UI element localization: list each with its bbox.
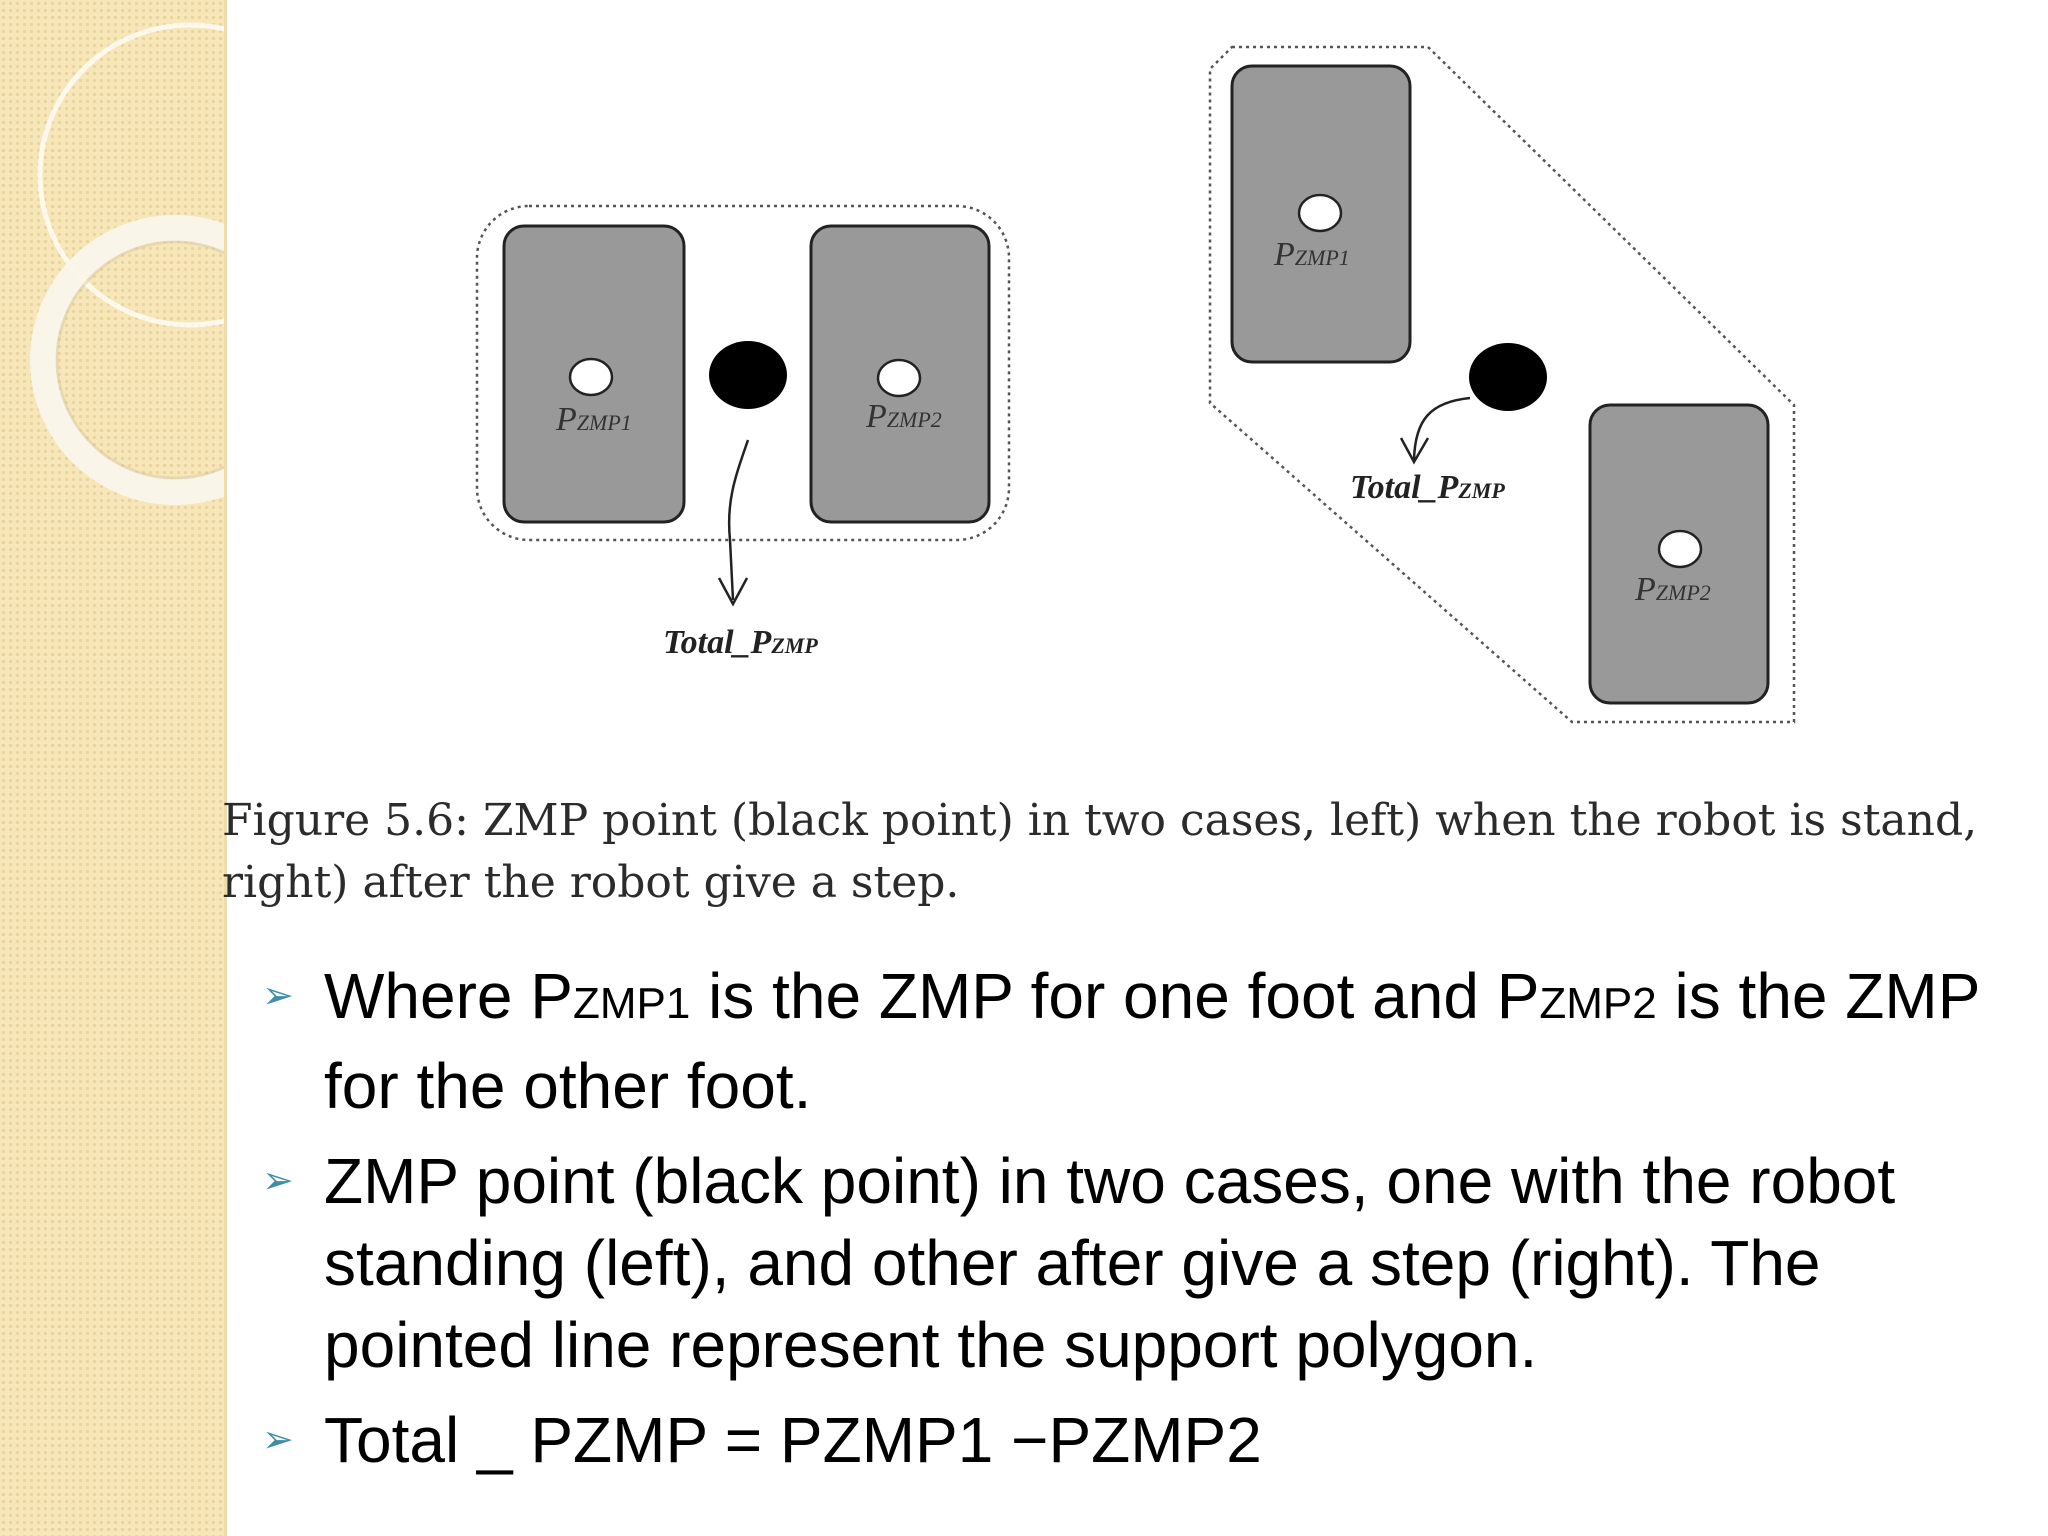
- zmp-figure: PZMP1 PZMP2 Total_PZMP PZMP1 PZMP2 Total…: [475, 45, 1796, 724]
- bullet-1-text-c: is the ZMP for the other foot.: [324, 960, 1980, 1122]
- decorative-sidebar: [0, 0, 227, 1536]
- bullet-item-3: ➢ Total _ PZMP = PZMP1 −PZMP2: [262, 1399, 2022, 1481]
- bullet-1-text-b: is the ZMP for one foot and P: [690, 960, 1540, 1032]
- bullet-1-text-a: Where P: [324, 960, 573, 1032]
- bullet-2-text: ZMP point (black point) in two cases, on…: [324, 1145, 1896, 1381]
- left-zmp2-point: [876, 358, 922, 398]
- caption-line-1: Figure 5.6: ZMP point (black point) in t…: [222, 795, 1978, 846]
- left-pzmp1-label: PZMP1: [555, 401, 632, 438]
- right-total-zmp-point: [1469, 343, 1547, 411]
- caption-line-2: right) after the robot give a step.: [222, 857, 960, 908]
- right-arrow-line: [1412, 396, 1471, 461]
- bullet-3-text: Total _ PZMP = PZMP1 −PZMP2: [324, 1404, 1262, 1476]
- figure-caption: Figure 5.6: ZMP point (black point) in t…: [222, 790, 2048, 914]
- bullet-item-1: ➢ Where PZMP1 is the ZMP for one foot an…: [262, 955, 2022, 1127]
- bullet-1-sub-zmp1: ZMP1: [572, 979, 691, 1028]
- right-total-pzmp-label: Total_PZMP: [1350, 469, 1505, 506]
- left-arrow-line: [727, 439, 750, 601]
- right-arrow-head: [1399, 437, 1430, 465]
- right-zmp1-point: [1297, 193, 1343, 233]
- right-zmp2-point: [1657, 529, 1703, 569]
- left-zmp1-point: [568, 357, 614, 397]
- left-total-zmp-point: [709, 341, 787, 409]
- left-pzmp2-label: PZMP2: [865, 398, 942, 435]
- bullet-arrow-icon: ➢: [262, 1160, 294, 1202]
- bullet-list: ➢ Where PZMP1 is the ZMP for one foot an…: [262, 955, 2022, 1494]
- bullet-arrow-icon: ➢: [262, 975, 294, 1017]
- bullet-1-sub-zmp2: ZMP2: [1539, 979, 1657, 1028]
- decorative-rings: [30, 22, 224, 505]
- bullet-arrow-icon: ➢: [262, 1419, 294, 1461]
- right-pzmp2-label: PZMP2: [1634, 571, 1711, 608]
- support-polygon-right: [1208, 45, 1796, 724]
- support-polygon-left: [475, 204, 1011, 542]
- left-arrow-head: [717, 577, 749, 607]
- bullet-item-2: ➢ ZMP point (black point) in two cases, …: [262, 1140, 2022, 1386]
- left-total-pzmp-label: Total_PZMP: [663, 624, 818, 661]
- right-pzmp1-label: PZMP1: [1273, 236, 1350, 273]
